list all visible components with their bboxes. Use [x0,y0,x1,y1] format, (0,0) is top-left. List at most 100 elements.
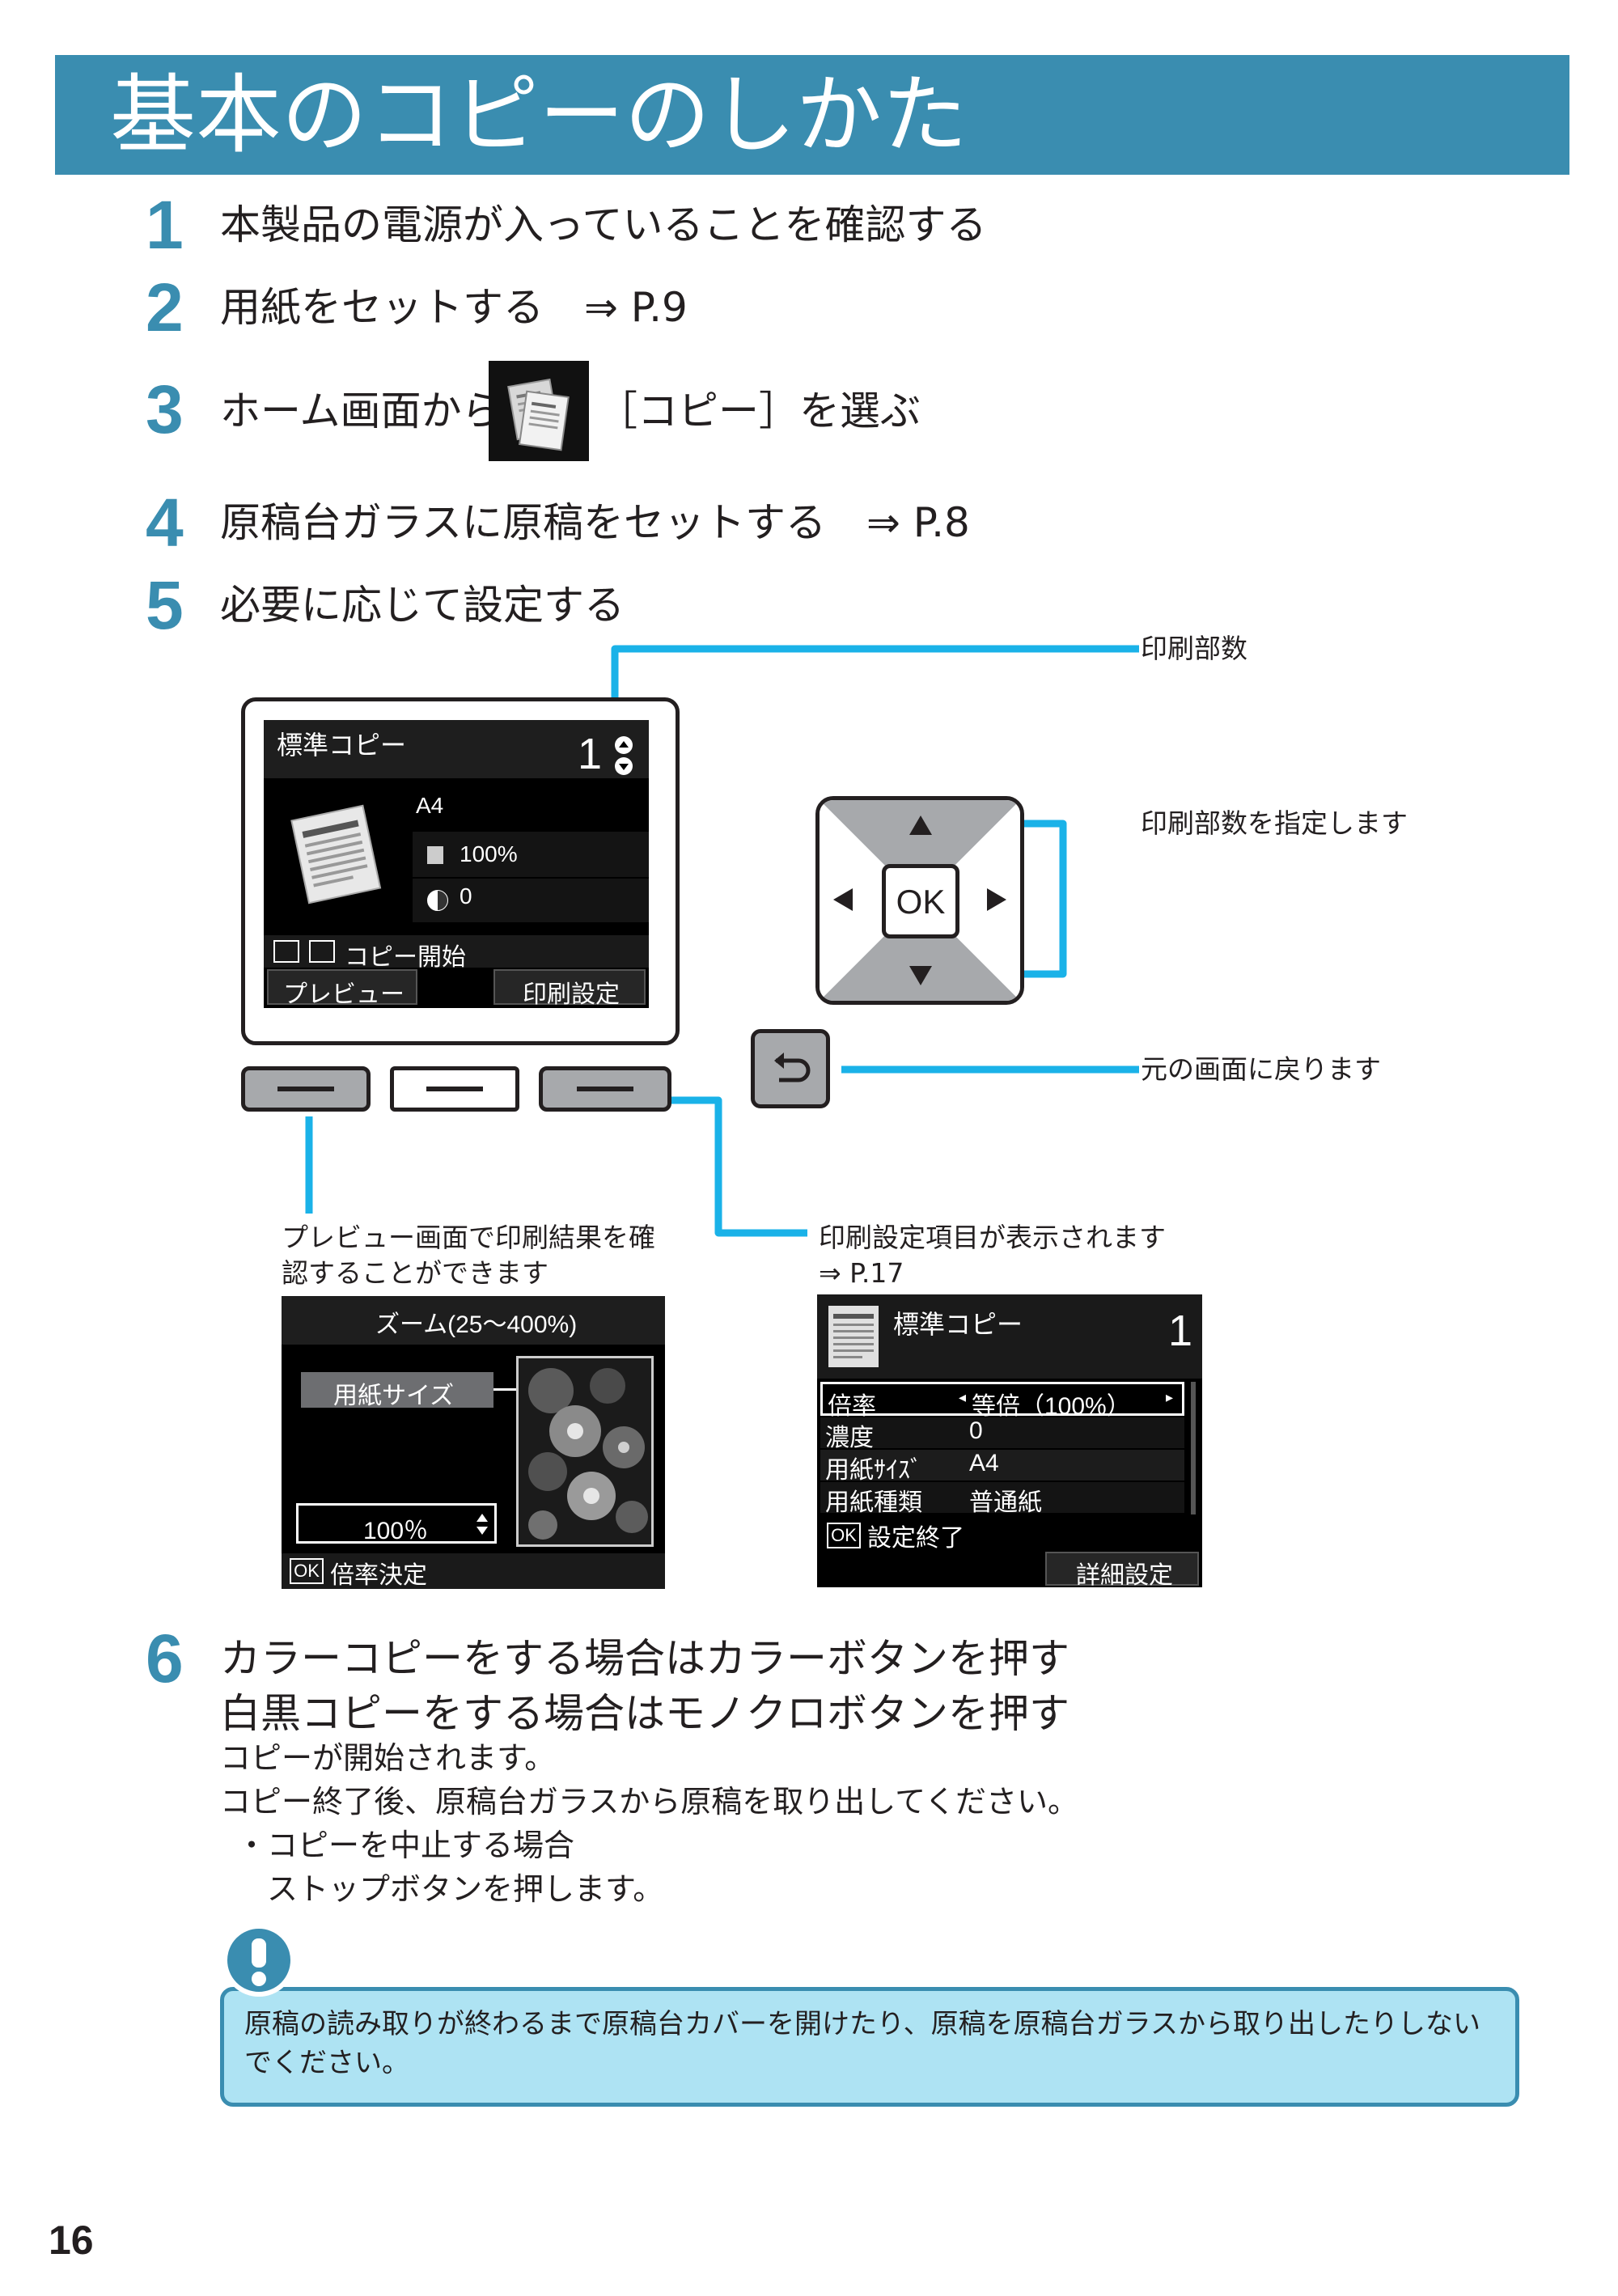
zoom-lcd-preview-image [516,1356,654,1547]
zoom-value-text: 100％ [363,1518,429,1544]
settings-row-label: 用紙種類 [825,1489,922,1516]
settings-lcd-copies: 1 [1168,1307,1193,1355]
settings-row-value: 0 [969,1417,983,1444]
settings-row-value: 普通紙 [969,1489,1042,1516]
step-number-2: 2 [146,269,184,345]
main-lcd-preview-button[interactable]: プレビュー [267,969,417,1008]
zoom-value-input[interactable]: 100％ [296,1503,497,1544]
callout-back: 元の画面に戻ります [1141,1053,1381,1085]
function-button-left[interactable] [241,1066,371,1112]
title-banner [55,55,1569,175]
note-text: 原稿の読み取りが終わるまで原稿台カバーを開けたり、原稿を原稿台ガラスから取り出し… [244,2008,1480,2079]
paper-size-connector [493,1388,518,1391]
step-text-2: 用紙をセットする ⇒ P.9 [220,284,688,331]
function-button-right[interactable] [539,1066,671,1112]
page-title: 基本のコピーのしかた [110,66,968,165]
function-button-left-bar [277,1087,334,1091]
step-text-3a: ホーム画面から [220,388,502,434]
main-lcd-copies-value: 1 [578,730,603,778]
detail-settings-label: 詳細設定 [1076,1562,1173,1589]
main-lcd-start-label: コピー開始 [345,944,466,971]
settings-row-label: 倍率 [828,1393,876,1420]
settings-row-magnification[interactable]: 倍率 ◂ 等倍（100%） ▸ [820,1382,1184,1420]
main-lcd-magnification: 100% [460,841,518,866]
step-number-4: 4 [146,485,184,561]
callout-copies: 印刷部数 [1141,633,1247,664]
density-icon [427,890,448,911]
dpad-right-arrow-icon[interactable] [985,887,1010,913]
zoom-lcd-paper-size-tab[interactable]: 用紙サイズ [301,1372,493,1409]
zoom-ok-label: 倍率決定 [330,1562,427,1589]
main-lcd-paper: A4 [416,793,444,818]
callout-preview-line1: プレビュー画面で印刷結果を確 [282,1222,655,1253]
dpad-down-arrow-icon[interactable] [908,964,934,989]
function-button-center[interactable] [390,1066,519,1112]
magnification-icon [427,846,443,864]
step-text-3b: ［コピー］を選ぶ [597,388,921,434]
settings-lcd-header [817,1294,1202,1379]
step-text-4: 原稿台ガラスに原稿をセットする ⇒ P.8 [220,499,970,546]
dpad-left-arrow-icon[interactable] [830,887,854,913]
step-number-5: 5 [146,567,184,643]
main-lcd-title: 標準コピー [277,731,407,760]
settings-row-label: 用紙ｻｲｽﾞ [825,1457,922,1484]
color-start-icon [273,940,299,963]
page-number: 16 [49,2218,94,2263]
ok-button-label: OK [896,883,946,921]
flower-photo [519,1358,651,1544]
step-text-6-line1: カラーコピーをする場合はカラーボタンを押す [220,1635,1069,1682]
step6-body-line3: ・コピーを中止する場合 [236,1828,575,1863]
zoom-lcd-footer [282,1553,665,1589]
up-down-icon [615,736,633,775]
callout-settings-line2: ⇒ P.17 [819,1257,904,1289]
main-lcd-row-density [413,879,649,922]
function-button-right-bar [577,1087,633,1091]
main-lcd-density: 0 [460,883,472,909]
dpad-shape [820,800,1020,1001]
back-button[interactable] [751,1029,830,1108]
dpad-up-arrow-icon[interactable] [908,812,934,837]
step6-body-line2: コピー終了後、原稿台ガラスから原稿を取り出してください。 [220,1784,1078,1819]
step-text-1: 本製品の電源が入っていることを確認する [220,201,987,248]
main-lcd-copies[interactable]: 1 [574,723,637,786]
settings-row-density[interactable]: 濃度 0 [820,1417,1184,1451]
settings-row-value: A4 [969,1450,999,1476]
ok-button[interactable]: OK [882,864,959,938]
step6-body-line1: コピーが開始されます。 [220,1740,556,1776]
chevron-right-icon: ▸ [1166,1389,1174,1405]
settings-ok-label: 設定終了 [867,1525,964,1552]
zoom-ok-badge: OK [290,1558,324,1584]
step-number-1: 1 [146,187,184,263]
paper-size-tab-label: 用紙サイズ [333,1383,455,1409]
document-preview-icon [288,801,383,906]
settings-scrollbar[interactable] [1191,1382,1196,1514]
black-start-icon [309,940,335,963]
main-lcd-header [264,720,649,778]
exclamation-icon [222,1924,295,1997]
back-icon [774,1053,811,1082]
callout-settings-line1: 印刷設定項目が表示されます [819,1222,1166,1253]
zoom-stepper-icon [477,1514,488,1535]
preview-button-label: プレビュー [283,981,404,1008]
callout-arrows: 印刷部数を指定します [1141,807,1408,839]
step6-body-line4: ストップボタンを押します。 [236,1871,664,1907]
step-text-6-line2: 白黒コピーをする場合はモノクロボタンを押す [220,1690,1069,1737]
step-number-3: 3 [146,371,184,447]
callout-preview-line2: 認することができます [282,1257,549,1289]
step-text-5: 必要に応じて設定する [220,582,625,629]
chevron-left-icon: ◂ [959,1389,967,1405]
copy-icon [489,361,589,461]
note-box [220,1987,1519,2107]
zoom-lcd-header [282,1296,665,1345]
settings-row-paper-type[interactable]: 用紙種類 普通紙 [820,1482,1184,1516]
settings-ok-badge: OK [827,1523,861,1548]
settings-button-label: 印刷設定 [523,981,620,1008]
settings-lcd-title: 標準コピー [893,1310,1023,1339]
main-lcd-settings-button[interactable]: 印刷設定 [493,969,646,1008]
main-lcd-row-magnification [413,832,649,877]
settings-row-paper-size[interactable]: 用紙ｻｲｽﾞ A4 [820,1450,1184,1484]
detail-settings-button[interactable]: 詳細設定 [1045,1552,1199,1589]
settings-doc-icon [825,1303,882,1370]
settings-row-value: 等倍（100%） [972,1393,1131,1420]
function-button-center-bar [426,1087,483,1091]
